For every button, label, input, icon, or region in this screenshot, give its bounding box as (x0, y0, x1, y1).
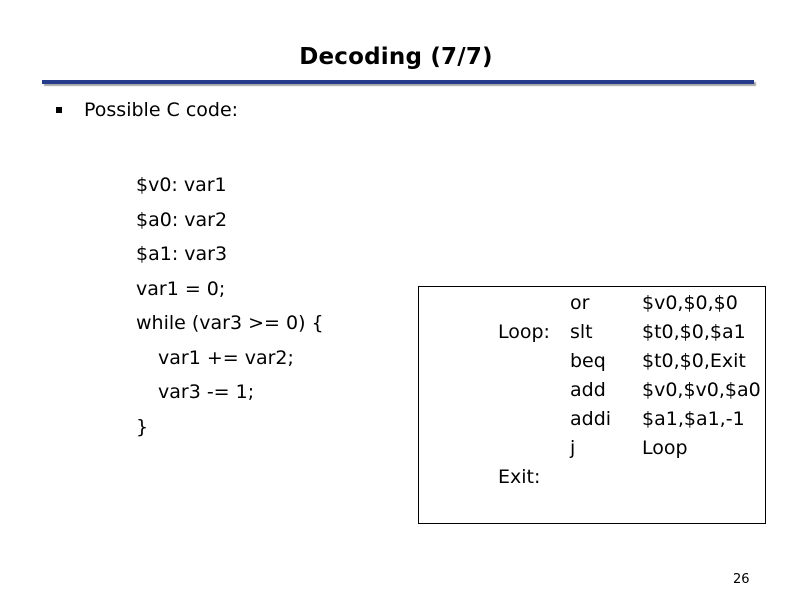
asm-label (498, 434, 570, 463)
assembly-row: beq $t0,$0,Exit (498, 347, 761, 376)
code-line: var3 -= 1; (158, 381, 255, 403)
asm-operands: $t0,$0,$a1 (642, 321, 746, 343)
asm-operands: $v0,$0,$0 (642, 292, 738, 314)
asm-label (498, 376, 570, 405)
asm-opcode: add (570, 379, 606, 401)
assembly-box (418, 286, 766, 524)
asm-opcode: or (570, 292, 590, 314)
asm-label: Loop: (498, 321, 550, 343)
slide-title: Decoding (7/7) (299, 44, 493, 70)
code-line: $a0: var2 (136, 208, 228, 231)
asm-opcode: slt (570, 321, 593, 343)
page-number: 26 (733, 572, 750, 587)
assembly-row: add $v0,$v0,$a0 (498, 376, 761, 405)
asm-operands: $v0,$v0,$a0 (642, 379, 761, 401)
asm-operands: $a1,$a1,-1 (642, 408, 745, 430)
assembly-listing: or $v0,$0,$0 Loop: slt $t0,$0,$a1 beq $t… (498, 289, 761, 492)
asm-label (498, 289, 570, 318)
code-line: $a1: var3 (136, 243, 228, 265)
asm-opcode: beq (570, 350, 606, 372)
asm-label: Exit: (498, 466, 541, 488)
code-line: $v0: var1 (136, 174, 227, 196)
assembly-row: or $v0,$0,$0 (498, 289, 761, 318)
c-code-block: $v0: var1 $a0: var2 $a1: var3 var1 = 0; … (136, 168, 324, 444)
asm-opcode: j (570, 437, 576, 459)
code-line: var1 = 0; (136, 277, 226, 300)
asm-label (498, 405, 570, 434)
asm-label (498, 347, 570, 376)
assembly-row: Loop: slt $t0,$0,$a1 (498, 318, 761, 347)
code-line: var1 += var2; (158, 346, 294, 369)
assembly-row: Exit: (498, 463, 761, 492)
asm-opcode (570, 463, 642, 492)
bullet-text: Possible C code: (84, 99, 239, 121)
bullet-item: Possible C code: (56, 99, 238, 121)
assembly-row: addi $a1,$a1,-1 (498, 405, 761, 434)
asm-operands: $t0,$0,Exit (642, 350, 746, 372)
title-divider (42, 80, 754, 84)
assembly-row: j Loop (498, 434, 761, 463)
asm-operands: Loop (642, 437, 688, 459)
code-line: } (136, 415, 149, 438)
square-bullet-icon (56, 107, 62, 113)
code-line: while (var3 >= 0) { (136, 312, 324, 334)
asm-opcode: addi (570, 408, 612, 430)
